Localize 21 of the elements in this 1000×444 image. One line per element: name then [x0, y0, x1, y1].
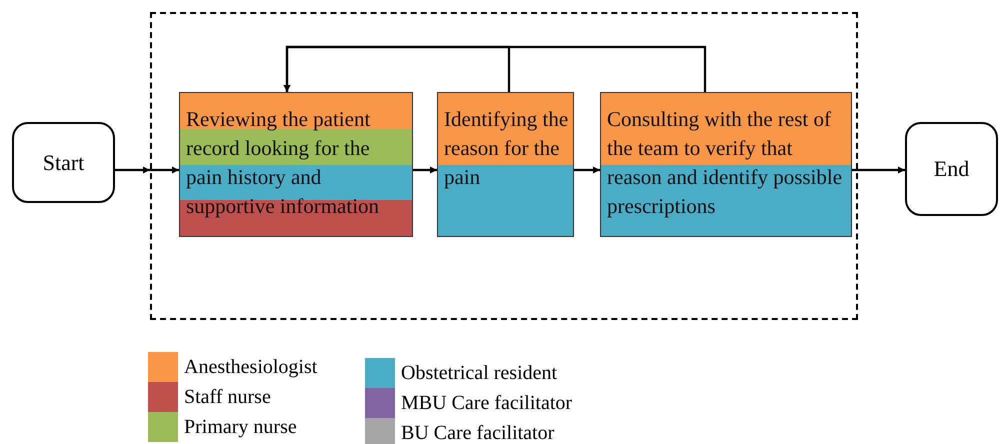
process-text: Consulting with the rest of the team to verify that reason and identify possible prescriptions [607, 106, 844, 220]
legend-label: Anesthesiologist [184, 356, 318, 378]
legend-label: Staff nurse [184, 386, 271, 408]
legend-label: Primary nurse [184, 416, 297, 438]
arrow [574, 166, 600, 174]
terminal-box: Start [12, 122, 115, 203]
process-box [179, 92, 413, 237]
process-text: Reviewing the patient record looking for the pain history and supportive information [186, 106, 380, 220]
arrow [852, 166, 905, 174]
process-box [600, 92, 852, 237]
arrow [150, 166, 179, 174]
process-text: Identifying the reason for the pain [444, 106, 569, 191]
terminal-box: End [905, 122, 998, 216]
arrow [284, 46, 706, 92]
legend-label: BU Care facilitator [401, 422, 554, 444]
arrow [413, 166, 437, 174]
dashed-boundary [150, 12, 858, 320]
process-box [437, 92, 574, 237]
arrow [115, 166, 150, 174]
legend-label: MBU Care facilitator [401, 392, 572, 414]
legend-label: Obstetrical resident [401, 362, 558, 384]
